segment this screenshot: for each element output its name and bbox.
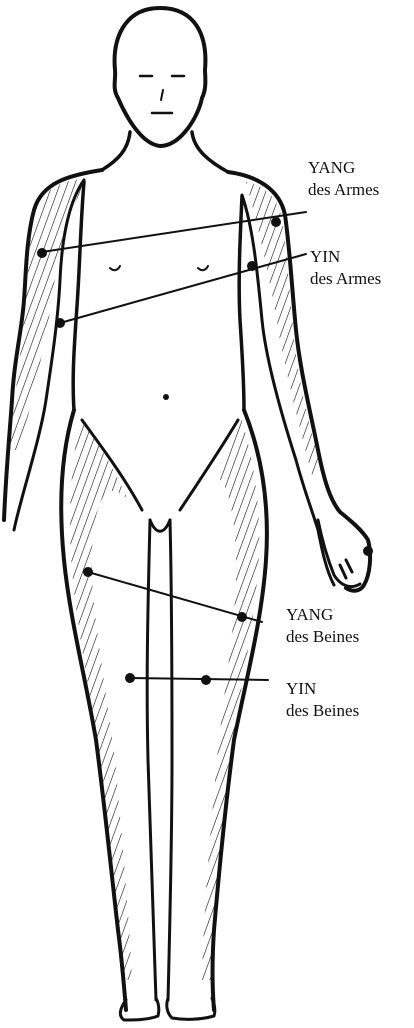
torso-left — [73, 182, 84, 410]
right-leg-hatch — [202, 420, 259, 980]
point-yang-legs-right — [237, 612, 247, 622]
neck-right — [192, 132, 228, 172]
label-yang-arms-line2: des Armes — [308, 179, 379, 201]
point-yang-arms-right — [271, 217, 281, 227]
label-yang-legs-line1: YANG — [286, 604, 359, 626]
label-yin-arms-line2: des Armes — [310, 268, 381, 290]
label-yin-legs: YIN des Beines — [286, 678, 359, 722]
leader-yin-arms — [60, 254, 306, 323]
point-yin-arms-left — [55, 318, 65, 328]
left-nipple — [110, 266, 120, 270]
point-right-wrist — [363, 546, 373, 556]
point-yang-arms-left — [37, 248, 47, 258]
point-yin-legs-right — [201, 675, 211, 685]
torso-right — [239, 196, 244, 410]
left-leg-hatch — [70, 420, 132, 980]
right-arm-hatch — [246, 182, 322, 475]
right-foot — [167, 998, 215, 1019]
label-yin-arms: YIN des Armes — [310, 246, 381, 290]
label-yang-arms: YANG des Armes — [308, 157, 379, 201]
label-yang-legs-line2: des Beines — [286, 626, 359, 648]
label-yang-arms-line1: YANG — [308, 157, 379, 179]
right-leg-inner — [168, 520, 172, 1000]
nose — [161, 90, 163, 100]
label-yin-arms-line1: YIN — [310, 246, 381, 268]
label-yang-legs: YANG des Beines — [286, 604, 359, 648]
label-yin-legs-line2: des Beines — [286, 700, 359, 722]
point-yin-arms-right — [247, 261, 257, 271]
navel — [163, 394, 169, 400]
head-outline — [115, 8, 206, 146]
neck-left — [102, 132, 130, 170]
point-yang-legs-left — [83, 567, 93, 577]
label-yin-legs-line1: YIN — [286, 678, 359, 700]
point-yin-legs-left — [125, 673, 135, 683]
groin — [150, 520, 170, 531]
right-nipple — [198, 266, 208, 270]
